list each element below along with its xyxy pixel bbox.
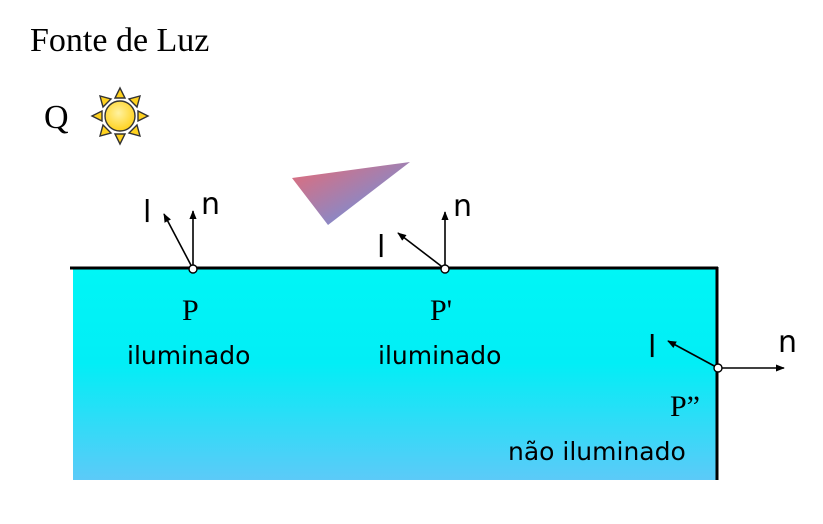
sun-icon <box>90 86 150 146</box>
normal-label-p-double-prime: n <box>778 325 797 360</box>
light-vector-p-double-prime <box>667 340 719 369</box>
light-label-p: l <box>143 195 151 230</box>
point-p-prime-marker <box>440 264 450 274</box>
normal-label-p: n <box>201 187 220 222</box>
normal-label-p-prime: n <box>453 189 472 224</box>
light-label-p-prime: l <box>377 230 385 265</box>
point-p-prime-label: P' <box>430 294 452 327</box>
point-p-label: P <box>182 294 199 327</box>
point-p-double-prime-marker <box>713 363 723 373</box>
point-p-double-prime-label: P” <box>670 390 700 423</box>
light-vector-p <box>163 213 194 270</box>
light-source-label: Q <box>44 99 69 136</box>
light-label-p-double-prime: l <box>648 330 656 365</box>
point-p-marker <box>188 264 198 274</box>
point-p-double-prime-status: não iluminado <box>508 437 686 466</box>
surface-block <box>73 268 717 480</box>
diagram-title: Fonte de Luz <box>30 22 210 59</box>
point-p-status: iluminado <box>127 341 250 370</box>
light-vector-p-prime <box>397 232 446 270</box>
point-p-prime-status: iluminado <box>378 341 501 370</box>
occluding-wedge <box>292 162 410 225</box>
